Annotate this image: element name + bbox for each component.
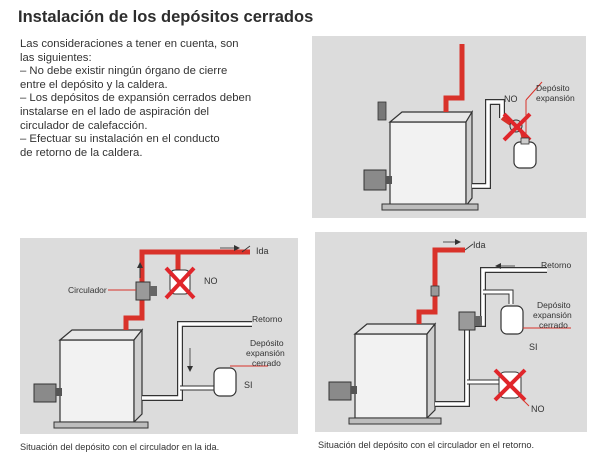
- expansion-label: expansión: [246, 348, 285, 358]
- no-label: NO: [204, 276, 218, 286]
- caption-left: Situación del depósito con el circulador…: [20, 442, 220, 452]
- expansion-label: expansión: [533, 310, 572, 320]
- expansion-tank: [513, 137, 537, 169]
- ida-label: Ida: [473, 240, 486, 250]
- si-label: SI: [244, 380, 253, 390]
- intro-line: – Efectuar su instalación en el conducto: [20, 133, 220, 146]
- intro-text: Las consideraciones a tener en cuenta, s…: [20, 38, 305, 160]
- cerrado-label: cerrado: [539, 320, 568, 330]
- intro-line: de retorno de la caldera.: [20, 146, 143, 159]
- boiler: [33, 328, 149, 429]
- intro-line: instalarse en el lado de aspiración del: [20, 105, 210, 118]
- intro-line: – Los depósitos de expansión cerrados de…: [20, 92, 252, 105]
- no-label: NO: [531, 404, 545, 414]
- deposito-label: Depósito: [537, 300, 571, 310]
- ida-label: Ida: [256, 246, 269, 256]
- boiler: [363, 101, 479, 211]
- circulator-pump-icon: [135, 281, 151, 301]
- intro-line: circulador de calefacción.: [20, 119, 148, 132]
- intro-line: Las consideraciones a tener en cuenta, s…: [20, 38, 239, 50]
- intro-line: las siguientes:: [20, 51, 92, 64]
- diagram-top-panel: NO Depósito expansión: [312, 36, 586, 218]
- caption-right: Situación del depósito con el circulador…: [318, 440, 535, 450]
- crossed-tank: [164, 266, 196, 300]
- diagram-top-illustration: NO Depósito expansión: [363, 44, 575, 211]
- expansion-tank: [500, 305, 524, 335]
- diagram-right-panel: Ida Retorno Depósito expansión cerrado S…: [315, 232, 587, 432]
- retorno-label: Retorno: [252, 314, 283, 324]
- boiler: [328, 322, 442, 425]
- deposito-label: Depósito: [536, 83, 570, 93]
- retorno-label: Retorno: [541, 260, 572, 270]
- diagram-right-illustration: Ida Retorno Depósito expansión cerrado S…: [328, 239, 572, 425]
- diagram-left-panel: Ida NO Circulador Retorno Depósito expan…: [20, 238, 298, 434]
- circulador-label: Circulador: [68, 285, 107, 295]
- si-label: SI: [529, 342, 538, 352]
- crossed-tank: [493, 368, 527, 402]
- expansion-tank: [213, 367, 237, 397]
- no-label: NO: [504, 94, 518, 104]
- diagram-left-illustration: Ida NO Circulador Retorno Depósito expan…: [33, 245, 285, 429]
- circulator-pump-icon: [458, 311, 476, 331]
- intro-line: entre el depósito y la caldera.: [20, 78, 168, 91]
- intro-line: – No debe existir ningún órgano de cierr…: [20, 65, 228, 78]
- cerrado-label: cerrado: [252, 358, 281, 368]
- deposito-label: Depósito: [250, 338, 284, 348]
- supply-pipe: [416, 247, 465, 324]
- expansion-label: expansión: [536, 93, 575, 103]
- page-title: Instalación de los depósitos cerrados: [18, 8, 314, 26]
- supply-pipe: [443, 44, 465, 112]
